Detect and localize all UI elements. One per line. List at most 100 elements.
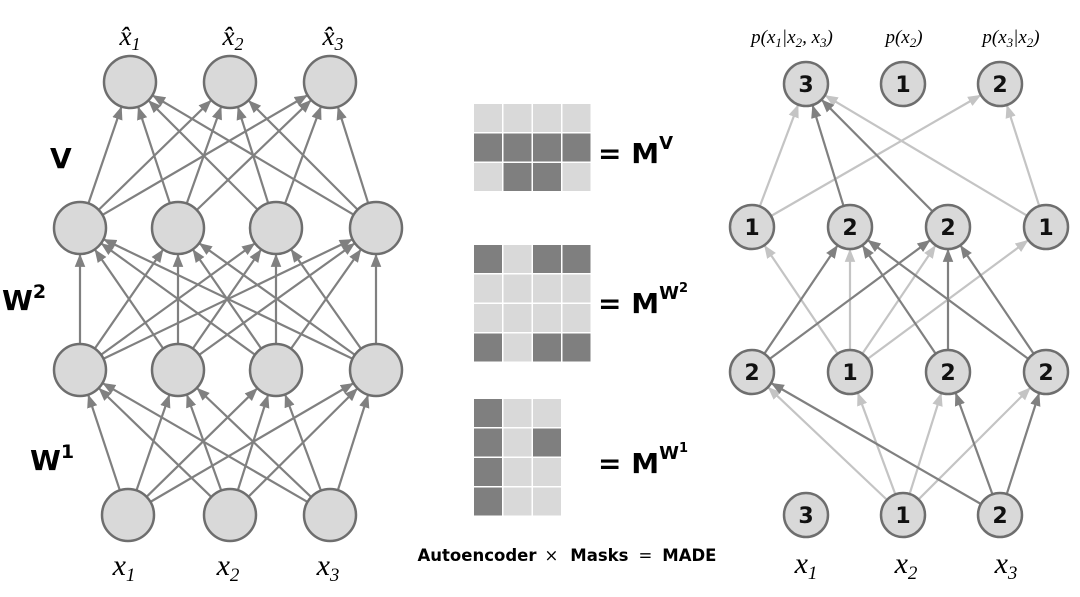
mask-cell-off [474,274,502,303]
edge [135,394,171,491]
made-input-node [976,491,1024,539]
edge [98,387,213,498]
made-node-number: 1 [744,216,759,241]
mask-matrix-v [474,104,591,191]
made-edge [763,244,839,355]
edge [196,387,312,498]
mask-matrix-w2 [474,245,591,362]
mask-cell-on [503,133,532,162]
mask-cell-off [562,163,591,191]
edge [148,100,259,211]
made-node-number: 2 [940,361,955,386]
made-node-number: 3 [798,504,813,529]
made-output-label-2: p(x2) [883,27,922,50]
made-input-label-x3: x3 [994,547,1018,584]
output-label-xhat3: x̂3 [322,21,344,54]
mask-cell-off [474,163,502,191]
mask-cell-off [562,104,591,132]
mask-cell-off [533,487,561,516]
mask-cell-on [474,487,502,516]
mask-cell-on [533,428,561,457]
made-edge [1005,104,1041,207]
mask-cell-on [474,399,502,427]
edge [290,248,362,350]
mask-cell-off [503,458,532,486]
autoencoder-nodes [52,54,404,543]
network-node [52,342,108,398]
mask-cell-off [474,304,502,332]
made-node-number: 1 [842,361,857,386]
mask-cell-off [503,399,532,427]
made-input-label-x2: x2 [894,547,918,584]
made-edge [824,94,1028,217]
made-output-node [976,60,1024,108]
mask-label-mv: = MV [598,133,673,170]
edge [336,394,370,491]
mask-cell-off [533,274,561,303]
made-hidden1-node [1022,348,1070,396]
mask-cell-off [503,274,532,303]
made-edge [769,239,931,360]
layer-label-w1: W1 [30,441,74,477]
network-node [248,342,304,398]
mask-cell-on [533,163,561,191]
edge [87,106,123,204]
made-node-number: 2 [992,504,1007,529]
made-hidden1-node [826,348,874,396]
made-edge [959,244,1035,355]
edge [87,394,121,491]
network-node [248,200,304,256]
made-hidden1-node [728,348,776,396]
edge [145,387,258,498]
made-edge [811,104,845,207]
input-label-x3: x3 [316,549,340,586]
network-node [202,487,258,543]
made-output-label-1: p(x1|x2, x3) [749,27,833,50]
made-edge [867,239,1029,360]
equation-caption: Autoencoder×Masks=MADE [418,546,717,565]
network-node [202,54,258,110]
output-label-xhat1: x̂1 [119,21,141,54]
mask-cell-off [533,399,561,427]
made-edge [954,392,994,495]
layer-label-w2: W2 [2,281,46,317]
made-node-number: 2 [744,361,759,386]
mask-cell-off [503,428,532,457]
made-edge [861,244,937,355]
made-edges [758,94,1041,505]
mask-cell-off [503,104,532,132]
made-node-number: 1 [1038,216,1053,241]
made-node-number: 2 [940,216,955,241]
edge [236,394,270,491]
network-node [150,342,206,398]
mask-cell-on [562,245,591,273]
mask-cell-off [533,458,561,486]
network-node [302,54,358,110]
mask-cell-on [474,428,502,457]
edge [102,382,309,503]
made-input-node [782,491,830,539]
made-input-label-x1: x1 [794,547,818,584]
edge [248,100,359,211]
network-node [150,200,206,256]
edge [152,94,355,216]
output-label-xhat2: x̂2 [222,21,244,54]
made-edge [1005,392,1041,495]
made-node-number: 2 [842,216,857,241]
made-hidden2-node [1022,203,1070,251]
network-node [100,487,156,543]
network-node [348,200,404,256]
mask-cell-off [503,333,532,362]
mask-cell-off [562,274,591,303]
mask-cell-off [533,104,561,132]
edge [284,394,322,492]
made-output-node [782,60,830,108]
mask-matrix-w1 [474,399,561,516]
network-node [52,200,108,256]
made-edge [770,382,982,505]
made-hidden1-node [924,348,972,396]
mask-cell-off [503,304,532,332]
mask-cell-on [533,333,561,362]
